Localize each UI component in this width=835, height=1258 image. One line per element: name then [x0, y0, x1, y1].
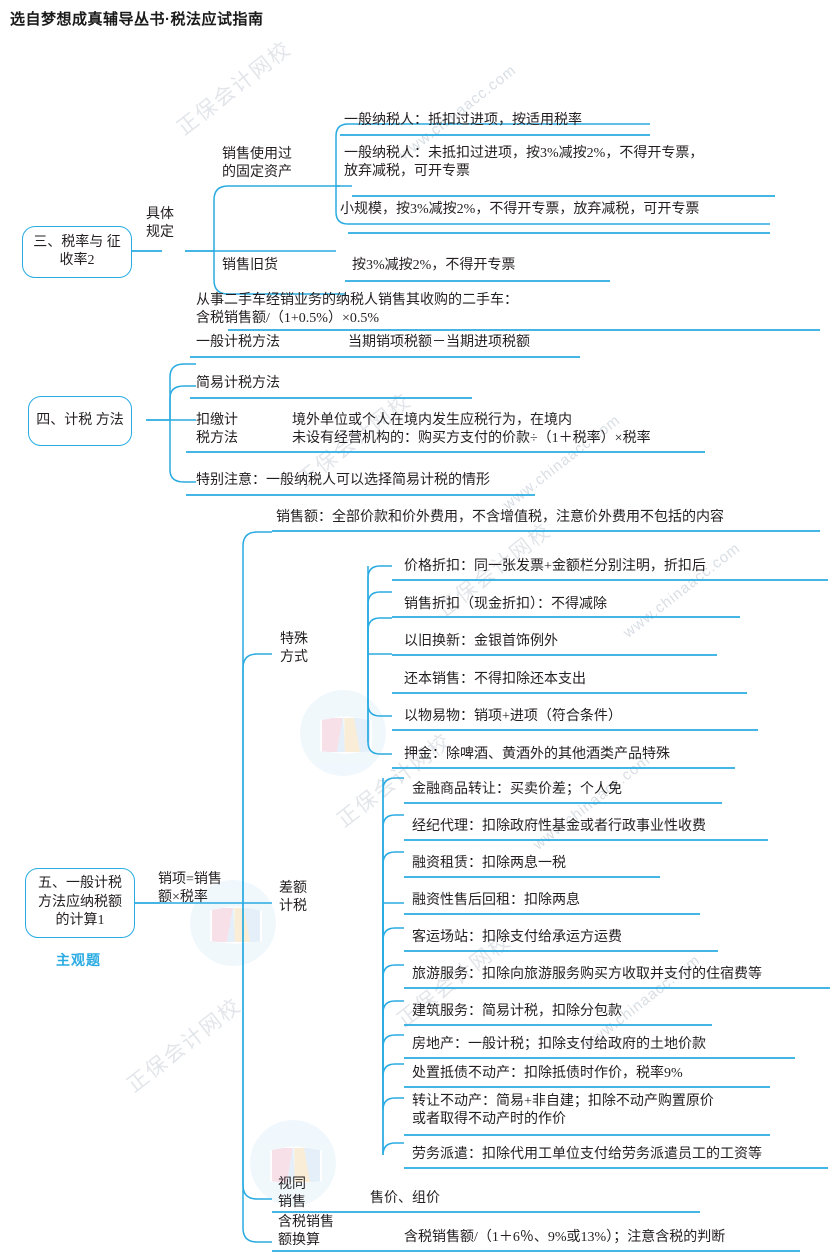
- root-node-label: 四、计税 方法: [36, 412, 124, 428]
- leaf-withholding-method-detail[interactable]: 境外单位或个人在境内发生应税行为，在境内 未设有经营机构的：购买方支付的价款÷（…: [292, 413, 651, 447]
- leaf-transfer-real-estate[interactable]: 转让不动产：简易+非自建；扣除不动产购置原价 或者取得不动产时的作价: [412, 1094, 714, 1128]
- leaf-principal-repayment-sale[interactable]: 还本销售：不得扣除还本支出: [404, 672, 586, 687]
- root-node-section-3[interactable]: 三、税率与 征收率2: [22, 226, 132, 278]
- leaf-tax-inclusive-formula[interactable]: 含税销售额/（1＋6％、9%或13%）；注意含税的判断: [404, 1230, 726, 1245]
- leaf-deemed-sales-price[interactable]: 售价、组价: [370, 1191, 440, 1206]
- leaf-used-goods-rate[interactable]: 按3%减按2%，不得开专票: [352, 258, 516, 273]
- branch-label-withholding-method[interactable]: 扣缴计 税方法: [196, 413, 238, 447]
- branch-label-special-methods[interactable]: 特殊 方式: [280, 632, 308, 666]
- branch-label-sell-used-goods[interactable]: 销售旧货: [222, 258, 278, 273]
- branch-label-general-method[interactable]: 一般计税方法: [196, 335, 280, 350]
- branch-label-specific-rules[interactable]: 具体 规定: [146, 207, 174, 241]
- root-node-section-4[interactable]: 四、计税 方法: [28, 396, 132, 446]
- leaf-sales-discount[interactable]: 销售折扣（现金折扣）：不得减除: [404, 597, 607, 612]
- leaf-general-taxpayer-not-deducted[interactable]: 一般纳税人：未抵扣过进项，按3%减按2%，不得开专票， 放弃减税，可开专票: [344, 146, 704, 180]
- branch-label-special-note[interactable]: 特别注意：一般纳税人可以选择简易计税的情形: [196, 473, 490, 488]
- leaf-brokerage-agency[interactable]: 经纪代理：扣除政府性基金或者行政事业性收费: [412, 819, 706, 834]
- leaf-sale-leaseback[interactable]: 融资性售后回租：扣除两息: [412, 893, 580, 908]
- leaf-barter[interactable]: 以物易物：销项+进项（符合条件）: [404, 709, 622, 724]
- page-title: 选自梦想成真辅导丛书·税法应试指南: [10, 11, 264, 28]
- leaf-labor-dispatch[interactable]: 劳务派遣：扣除代用工单位支付给劳务派遣员工的工资等: [412, 1147, 762, 1162]
- leaf-small-scale-taxpayer[interactable]: 小规模，按3%减按2%，不得开专票，放弃减税，可开专票: [340, 202, 700, 217]
- leaf-construction-service[interactable]: 建筑服务：简易计税，扣除分包款: [412, 1004, 622, 1019]
- root-node-label: 五、一般计税 方法应纳税额 的计算1: [38, 876, 122, 929]
- leaf-general-method-formula[interactable]: 当期销项税额－当期进项税额: [348, 335, 530, 350]
- root-node-label: 三、税率与 征收率2: [33, 234, 121, 268]
- branch-label-simple-method[interactable]: 简易计税方法: [196, 376, 280, 391]
- leaf-financial-product-transfer[interactable]: 金融商品转让：买卖价差；个人免: [412, 782, 622, 797]
- leaf-second-hand-car[interactable]: 从事二手车经销业务的纳税人销售其收购的二手车： 含税销售额/（1+0.5%）×0…: [196, 293, 518, 327]
- leaf-passenger-station[interactable]: 客运场站：扣除支付给承运方运费: [412, 930, 622, 945]
- leaf-real-estate[interactable]: 房地产：一般计税；扣除支付给政府的土地价款: [412, 1037, 706, 1052]
- branch-label-deemed-sales[interactable]: 视同 销售: [278, 1177, 306, 1211]
- leaf-financial-leasing[interactable]: 融资租赁：扣除两息一税: [412, 856, 566, 871]
- leaf-general-taxpayer-deducted[interactable]: 一般纳税人：抵扣过进项，按适用税率: [344, 113, 582, 128]
- branch-label-differential-taxation[interactable]: 差额 计税: [279, 881, 307, 915]
- leaf-trade-in[interactable]: 以旧换新：金银首饰例外: [404, 634, 558, 649]
- leaf-travel-service[interactable]: 旅游服务：扣除向旅游服务购买方收取并支付的住宿费等: [412, 967, 762, 982]
- branch-label-tax-inclusive-conversion[interactable]: 含税销售 额换算: [278, 1215, 334, 1249]
- branch-label-output-tax-formula[interactable]: 销项=销售 额×税率: [158, 872, 222, 906]
- leaf-sales-amount[interactable]: 销售额：全部价款和价外费用，不含增值税，注意价外费用不包括的内容: [276, 510, 724, 525]
- leaf-price-discount[interactable]: 价格折扣：同一张发票+金额栏分别注明，折扣后: [404, 559, 706, 574]
- leaf-debt-offset-property[interactable]: 处置抵债不动产：扣除抵债时作价，税率9%: [412, 1066, 683, 1081]
- leaf-deposit[interactable]: 押金：除啤酒、黄酒外的其他酒类产品特殊: [404, 747, 670, 762]
- branch-label-used-fixed-assets[interactable]: 销售使用过 的固定资产: [222, 147, 292, 181]
- status-badge-subjective: 主观题: [56, 952, 101, 968]
- root-node-section-5[interactable]: 五、一般计税 方法应纳税额 的计算1: [25, 868, 135, 938]
